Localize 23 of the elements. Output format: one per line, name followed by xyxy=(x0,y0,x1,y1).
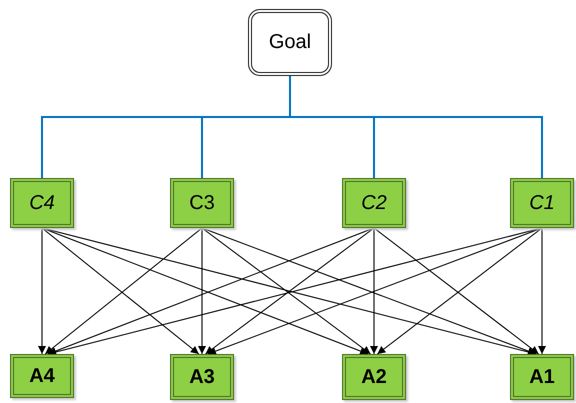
node-label: C1 xyxy=(529,192,555,214)
node-label: C2 xyxy=(361,192,387,214)
arrow xyxy=(538,228,546,354)
node-label: C3 xyxy=(189,192,215,214)
alternative-box xyxy=(510,354,574,400)
alternative-box xyxy=(10,354,74,398)
node-label: A1 xyxy=(529,366,555,388)
arrow xyxy=(370,228,378,354)
alternative-box xyxy=(342,354,406,400)
arrow xyxy=(38,228,46,354)
node-label: C4 xyxy=(29,192,55,214)
node-label: A4 xyxy=(29,364,55,388)
criterion-box xyxy=(510,178,574,228)
node-label: A3 xyxy=(189,366,215,388)
criterion-box xyxy=(170,178,234,228)
node-label: A2 xyxy=(361,366,387,388)
arrow xyxy=(198,228,206,354)
alternative-box xyxy=(170,354,234,400)
criterion-box xyxy=(10,178,74,228)
goal-box xyxy=(248,9,332,76)
node-label: Goal xyxy=(268,31,312,54)
connector-line xyxy=(289,76,543,178)
criterion-box xyxy=(342,178,406,228)
